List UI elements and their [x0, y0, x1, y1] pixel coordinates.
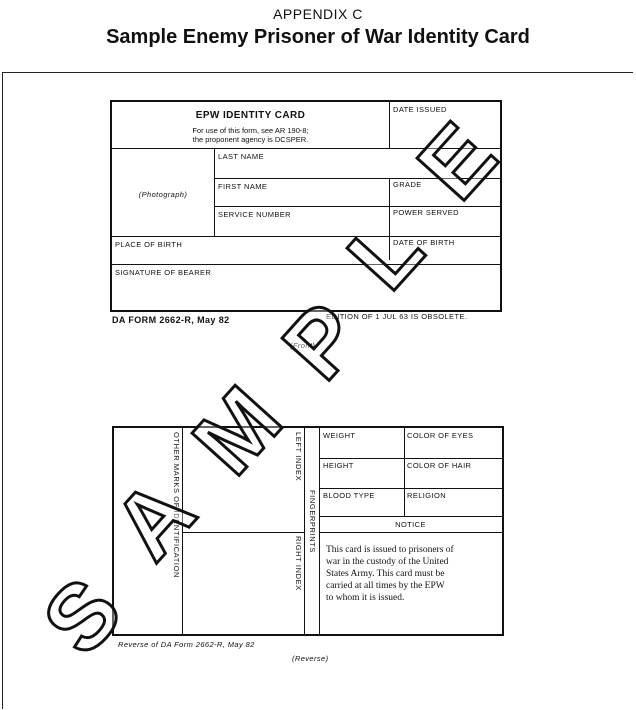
- notice-line: carried at all times by the EPW: [326, 581, 445, 591]
- fingerprints-label: FINGERPRINTS: [308, 490, 317, 554]
- notice-line: States Army. This card must be: [326, 569, 445, 579]
- form-instructions-line1: For use of this form, see AR 190-8;: [192, 126, 309, 135]
- reverse-form-note: Reverse of DA Form 2662-R, May 82: [118, 640, 255, 649]
- height-label: HEIGHT: [323, 461, 354, 470]
- color-of-eyes-label: COLOR OF EYES: [407, 431, 474, 440]
- place-of-birth-label: PLACE OF BIRTH: [115, 240, 183, 249]
- notice-line: to whom it is issued.: [326, 593, 405, 603]
- last-name-label: LAST NAME: [218, 152, 264, 161]
- front-card: EPW IDENTITY CARD For use of this form, …: [110, 100, 502, 312]
- color-of-hair-label: COLOR OF HAIR: [407, 461, 472, 470]
- notice-line: war in the custody of the United: [326, 557, 449, 567]
- other-marks-label: OTHER MARKS OF IDENTIFICATION: [172, 432, 181, 579]
- form-instructions-line2: the proponent agency is DCSPER.: [192, 135, 309, 144]
- reverse-card: OTHER MARKS OF IDENTIFICATION LEFT INDEX…: [112, 426, 504, 636]
- service-number-label: SERVICE NUMBER: [218, 210, 291, 219]
- first-name-label: FIRST NAME: [218, 182, 268, 191]
- power-served-label: POWER SERVED: [393, 208, 459, 217]
- signature-label: SIGNATURE OF BEARER: [115, 268, 212, 277]
- photograph-placeholder: (Photograph): [138, 190, 188, 199]
- notice-body: This card is issued to prisoners of war …: [326, 544, 502, 604]
- notice-title: NOTICE: [395, 520, 426, 529]
- blood-type-label: BLOOD TYPE: [323, 491, 375, 500]
- page-title: Sample Enemy Prisoner of War Identity Ca…: [106, 26, 530, 48]
- date-issued-label: DATE ISSUED: [393, 105, 447, 114]
- front-edition-note: EDITION OF 1 JUL 63 IS OBSOLETE.: [326, 312, 468, 321]
- left-index-label: LEFT INDEX: [294, 432, 303, 482]
- front-form-number: DA FORM 2662-R, May 82: [112, 315, 230, 325]
- date-of-birth-label: DATE OF BIRTH: [393, 238, 455, 247]
- card-title: EPW IDENTITY CARD: [195, 110, 306, 121]
- right-index-label: RIGHT INDEX: [294, 536, 303, 591]
- grade-label: GRADE: [393, 180, 422, 189]
- front-caption: (Front): [290, 341, 316, 350]
- religion-label: RELIGION: [407, 491, 447, 500]
- notice-line: This card is issued to prisoners of: [326, 545, 454, 555]
- reverse-caption: (Reverse): [292, 654, 329, 663]
- appendix-label: APPENDIX C: [273, 6, 363, 22]
- page-frame: [2, 72, 633, 709]
- weight-label: WEIGHT: [323, 431, 356, 440]
